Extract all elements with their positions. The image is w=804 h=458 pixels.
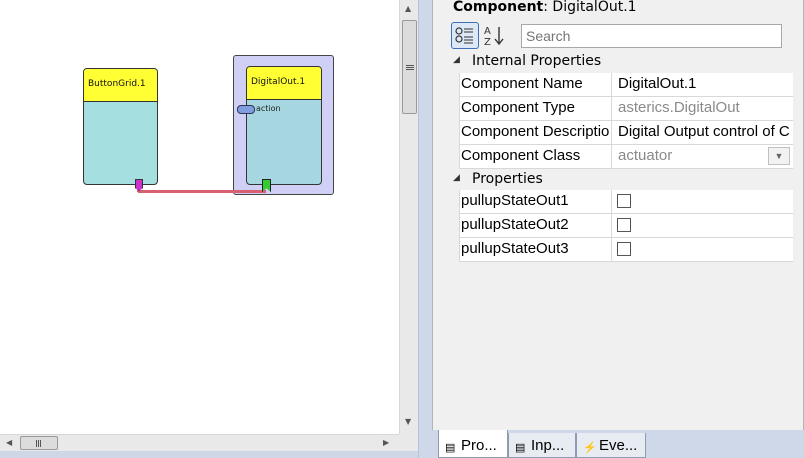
tab-label: Pro... [461,437,497,454]
property-row[interactable]: pullupStateOut1 [459,190,793,214]
property-value [611,190,794,213]
property-name: Component Class [461,147,581,164]
collapse-triangle-icon[interactable]: ◢ [453,55,460,65]
collapse-triangle-icon[interactable]: ◢ [453,173,460,183]
component-digitalout[interactable]: DigitalOut.1 [246,66,322,185]
category-internal-properties[interactable]: ◢ Internal Properties [453,52,793,74]
pullupstateout1-checkbox[interactable] [617,194,631,208]
scroll-thumb[interactable] [402,20,417,114]
vertical-scrollbar[interactable]: ▲ ▼ [399,0,418,434]
tab-label: Eve... [599,437,638,454]
dropdown-value: actuator [618,147,673,164]
scroll-up-icon[interactable]: ▲ [405,4,412,13]
svg-text:Z: Z [484,37,491,48]
input-port-action[interactable] [237,105,255,114]
property-row[interactable]: Component Type asterics.DigitalOut [459,97,793,121]
properties-icon: ▤ [445,442,456,454]
scroll-corner [399,434,418,451]
tab-inputs[interactable]: ▤ Inp... [508,433,576,458]
scroll-left-icon[interactable]: ◀ [6,438,13,447]
property-value [611,214,794,237]
search-input[interactable] [521,24,782,48]
model-canvas[interactable]: ButtonGrid.1 DigitalOut.1 action [0,0,399,434]
property-row[interactable]: Component Descriptio Digital Output cont… [459,121,793,145]
chevron-down-icon[interactable]: ▼ [768,147,790,165]
property-name: Component Descriptio [461,123,609,140]
property-name: pullupStateOut2 [461,216,569,233]
property-row[interactable]: Component Class actuator ▼ [459,145,793,169]
categorized-icon [455,27,473,44]
alphabetical-sort-button[interactable]: A Z [481,22,509,49]
bottom-strip [0,451,432,458]
tab-label: Inp... [531,437,565,454]
sort-az-icon: A Z [484,26,504,48]
property-value[interactable]: actuator ▼ [611,145,794,168]
scroll-right-icon[interactable]: ▶ [383,438,390,447]
component-title: ButtonGrid.1 [84,69,157,102]
scroll-down-icon[interactable]: ▼ [405,417,412,426]
scroll-thumb[interactable] [20,436,58,450]
component-buttongrid[interactable]: ButtonGrid.1 [83,68,158,185]
category-properties[interactable]: ◢ Properties [453,170,793,192]
properties-grid: pullupStateOut1 pullupStateOut2 pullupSt… [459,190,793,262]
component-header-key: Component [453,0,544,15]
property-name: Component Name [461,75,583,92]
property-value[interactable]: DigitalOut.1 [611,73,794,96]
event-output-port[interactable] [135,179,143,191]
category-label: Internal Properties [472,53,602,69]
property-name: Component Type [461,99,575,116]
property-name: pullupStateOut3 [461,240,569,257]
input-icon: ▤ [515,442,526,454]
tab-properties[interactable]: ▤ Pro... [438,430,508,458]
property-value[interactable]: Digital Output control of C [611,121,794,144]
property-name: pullupStateOut1 [461,192,569,209]
component-header: Component: DigitalOut.1 [453,0,637,15]
event-channel[interactable] [138,190,266,193]
property-row[interactable]: pullupStateOut2 [459,214,793,238]
property-row[interactable]: Component Name DigitalOut.1 [459,73,793,97]
internal-properties-grid: Component Name DigitalOut.1 Component Ty… [459,73,793,169]
pullupstateout2-checkbox[interactable] [617,218,631,232]
property-row[interactable]: pullupStateOut3 [459,238,793,262]
category-label: Properties [472,171,543,187]
component-title: DigitalOut.1 [247,67,321,100]
component-header-value: : DigitalOut.1 [543,0,637,15]
panel-splitter[interactable] [418,0,432,458]
categorized-view-button[interactable] [451,22,479,49]
tab-events[interactable]: ⚡Eve... [576,433,646,458]
property-value [611,238,794,261]
port-label: action [256,104,281,113]
lightning-icon: ⚡ [583,442,597,454]
property-value: asterics.DigitalOut [611,97,794,120]
svg-text:A: A [484,26,491,37]
pullupstateout3-checkbox[interactable] [617,242,631,256]
panel-tab-bar: ▤ Pro... ▤ Inp... ⚡Eve... [432,430,804,458]
horizontal-scrollbar[interactable]: ◀ ▶ [0,434,399,451]
properties-panel: Component: DigitalOut.1 A Z ◢ [432,0,804,430]
